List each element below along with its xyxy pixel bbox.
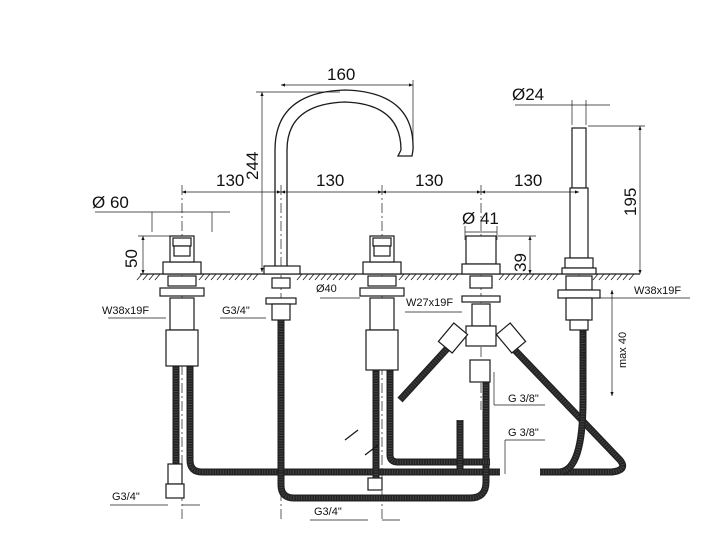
dimension-lines (95, 80, 690, 521)
label-hose-g38-b: G 3/8" (508, 427, 539, 439)
dim-spacing-4: 130 (514, 171, 542, 190)
label-thread-diverter: W27x19F (406, 297, 453, 309)
label-thread-right: W38x19F (634, 285, 681, 297)
dim-spacing-3: 130 (415, 171, 443, 190)
label-thread-spout: G3/4" (222, 305, 250, 317)
dim-spacing-2: 130 (316, 171, 344, 190)
label-bottom-left-g34: G3/4" (112, 491, 140, 503)
dim-spacing-1: 130 (216, 171, 244, 190)
label-spout-base: Ø40 (316, 283, 337, 295)
hand-shower (557, 127, 601, 331)
left-valve (159, 235, 205, 499)
dim-handshower-diameter: Ø24 (512, 85, 544, 104)
dim-handle-diameter: Ø 60 (92, 193, 129, 212)
dim-spout-reach: 160 (327, 65, 355, 84)
label-max-depth: max 40 (617, 332, 629, 368)
dim-handshower-height: 195 (621, 188, 640, 216)
hoses (172, 318, 627, 502)
label-thread-left: W38x19F (102, 305, 149, 317)
dim-spout-height: 244 (243, 152, 262, 180)
label-bottom-mid-g34: G3/4" (314, 506, 342, 518)
middle-valve (359, 235, 405, 491)
diverter (437, 235, 527, 383)
spout (263, 89, 414, 321)
dim-diverter-diameter: Ø 41 (462, 209, 499, 228)
label-hose-g38-a: G 3/8" (508, 393, 539, 405)
dim-handle-height: 50 (122, 249, 141, 268)
dim-diverter-height: 39 (511, 253, 530, 272)
